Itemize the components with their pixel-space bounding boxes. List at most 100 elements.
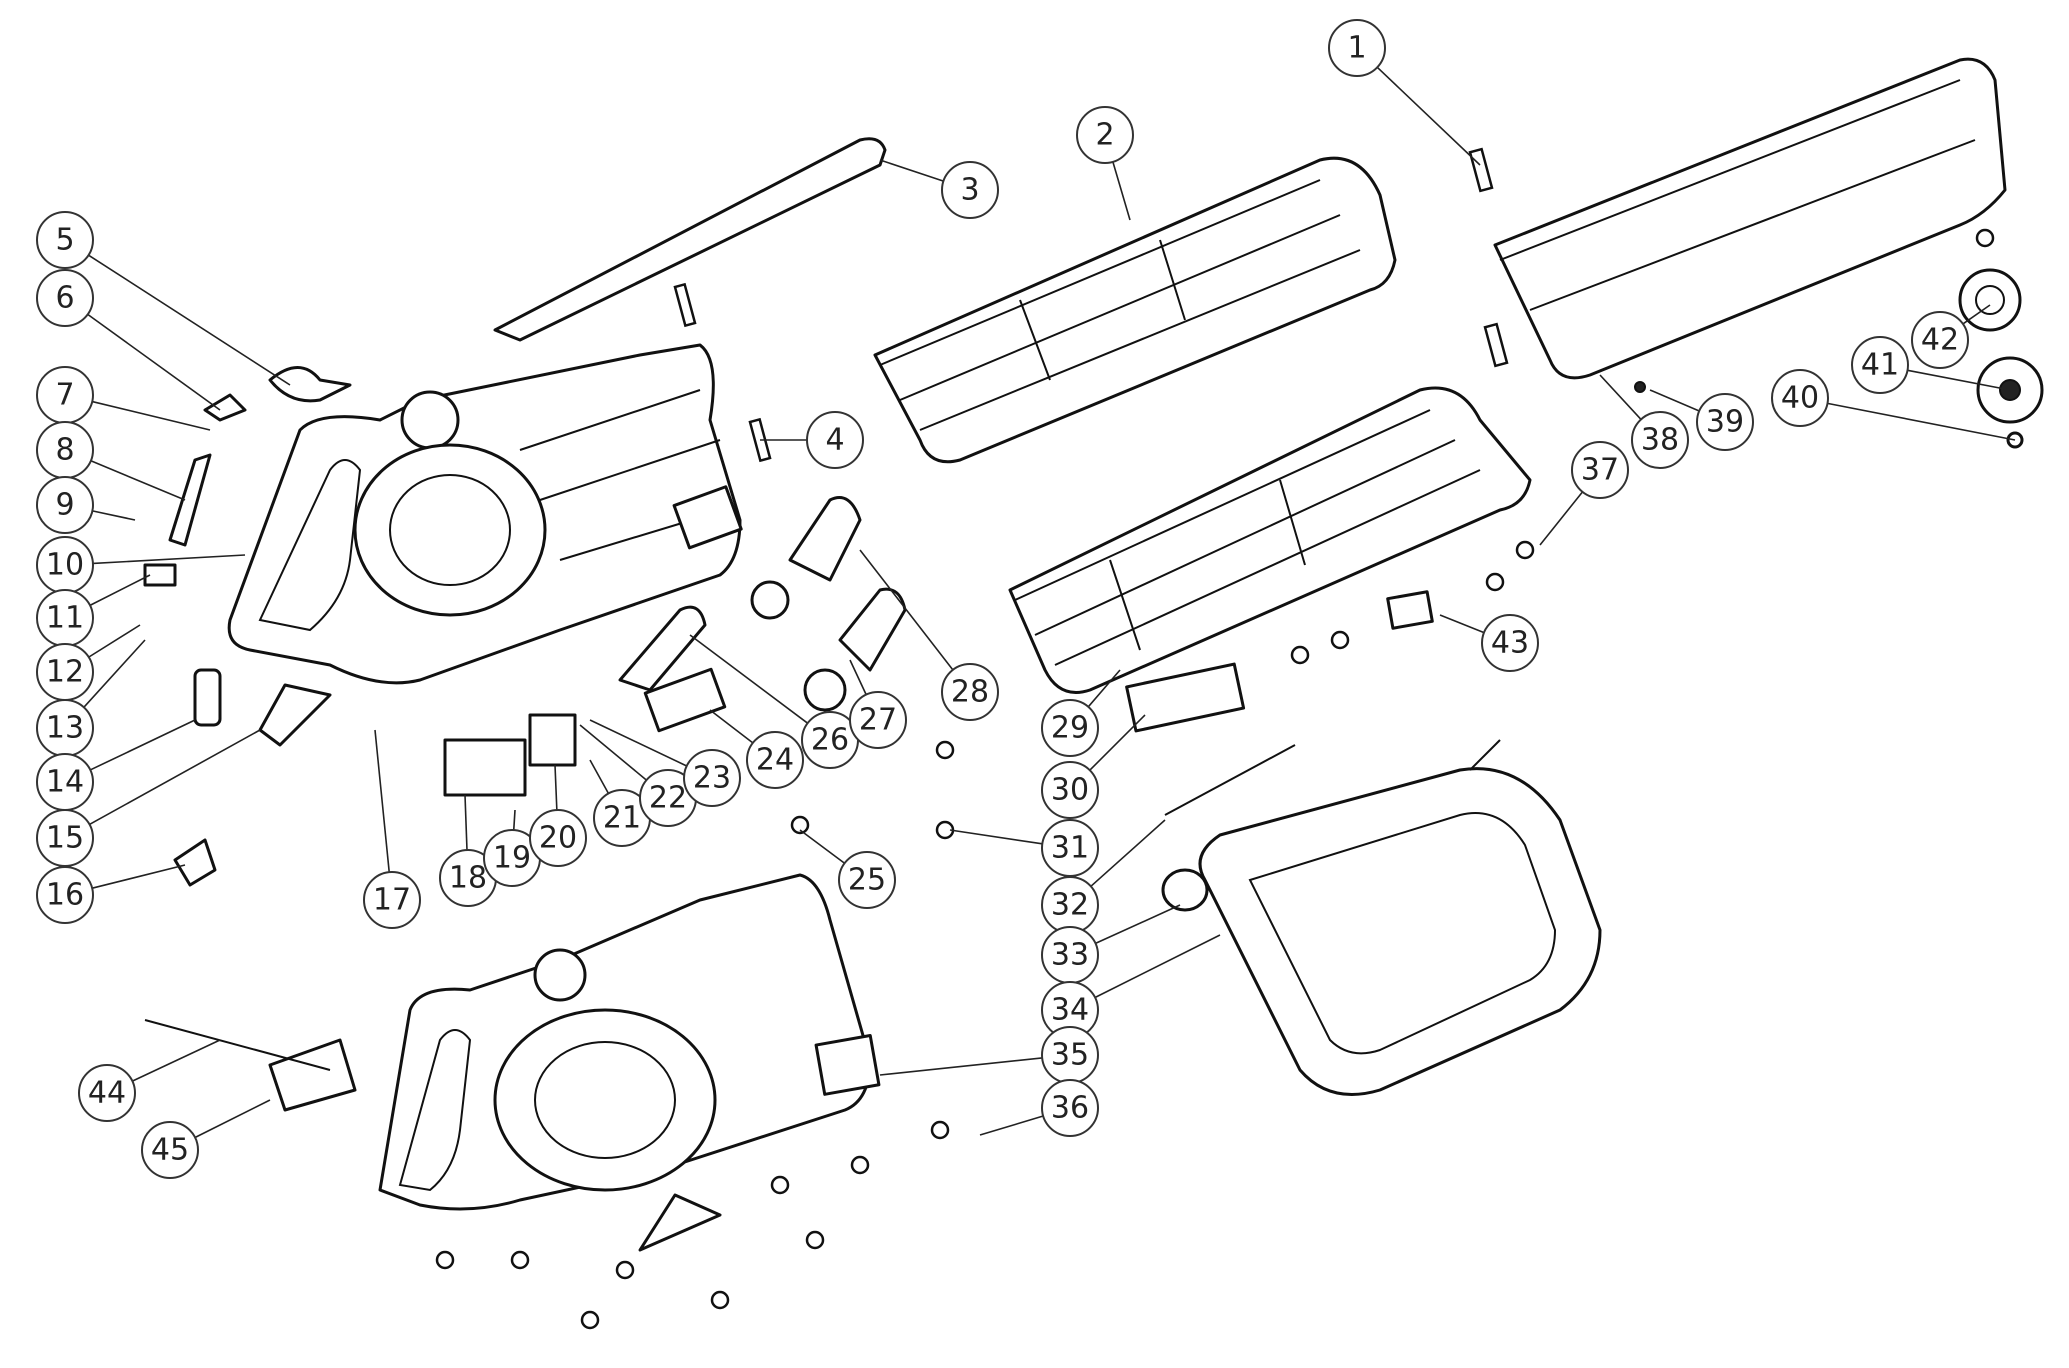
callout-2: 2 <box>1076 106 1134 164</box>
callout-circle <box>1041 699 1099 757</box>
leader-line-6 <box>87 313 221 411</box>
callout-1: 1 <box>1328 19 1386 77</box>
callout-number: 25 <box>848 863 886 898</box>
callout-number: 2 <box>1095 118 1114 153</box>
leader-line-37 <box>1539 491 1584 546</box>
leader-line-32 <box>1090 819 1166 887</box>
callout-number: 14 <box>46 765 84 800</box>
part-10-left-housing <box>227 343 743 685</box>
leader-line-10 <box>92 554 246 565</box>
callout-11: 11 <box>36 589 94 647</box>
callout-number: 39 <box>1706 405 1744 440</box>
callout-circle <box>1696 393 1754 451</box>
callout-8: 8 <box>36 421 94 479</box>
callout-number: 10 <box>46 548 84 583</box>
leader-line-9 <box>92 510 136 521</box>
part-16-plug <box>173 838 217 887</box>
callout-22: 22 <box>639 769 697 827</box>
callout-33: 33 <box>1041 926 1099 984</box>
callout-circle <box>529 809 587 867</box>
part-2-upper-tube <box>873 156 1397 464</box>
callout-circle <box>36 269 94 327</box>
callout-circle <box>838 851 896 909</box>
leader-line-15 <box>89 729 261 826</box>
callout-circle <box>78 1064 136 1122</box>
callout-circle <box>1041 761 1099 819</box>
leader-line-16 <box>91 864 186 889</box>
leader-line-36 <box>979 1115 1044 1136</box>
callout-30: 30 <box>1041 761 1099 819</box>
callout-number: 19 <box>493 841 531 876</box>
callout-number: 6 <box>55 281 74 316</box>
leader-line-12 <box>88 624 141 658</box>
part-35-right-housing <box>378 873 881 1211</box>
callout-number: 43 <box>1491 626 1529 661</box>
callout-circle <box>1631 411 1689 469</box>
leader-line-8 <box>90 460 186 501</box>
leader-line-18 <box>464 794 468 851</box>
part-5-knob <box>268 366 352 403</box>
part-36-cover <box>638 1193 722 1252</box>
part-8-lever <box>168 453 212 547</box>
callout-14: 14 <box>36 753 94 811</box>
leader-line-24 <box>709 709 754 744</box>
callout-number: 35 <box>1051 1038 1089 1073</box>
callout-number: 1 <box>1347 31 1366 66</box>
callout-number: 31 <box>1051 831 1089 866</box>
callout-37: 37 <box>1571 441 1629 499</box>
callout-number: 40 <box>1781 381 1819 416</box>
leader-line-1 <box>1376 66 1481 166</box>
callout-39: 39 <box>1696 393 1754 451</box>
leader-line-13 <box>83 639 146 708</box>
callout-25: 25 <box>838 851 896 909</box>
callout-circle <box>1851 336 1909 394</box>
part-45-brush-unit <box>268 1038 357 1112</box>
callout-circle <box>36 866 94 924</box>
callout-circle <box>849 691 907 749</box>
leader-line-17 <box>374 729 391 873</box>
part-28-handle-piece <box>750 496 862 620</box>
callout-42: 42 <box>1911 311 1969 369</box>
callout-number: 23 <box>693 761 731 796</box>
leader-line-2 <box>1112 161 1131 221</box>
leader-line-30 <box>1089 714 1146 771</box>
callout-circle <box>941 663 999 721</box>
callout-29: 29 <box>1041 699 1099 757</box>
leader-line-38 <box>1599 374 1642 420</box>
callout-number: 4 <box>825 423 844 458</box>
callout-number: 28 <box>951 675 989 710</box>
part-38-nozzle-tube <box>1493 57 2007 380</box>
part-18-switch <box>443 738 527 797</box>
callout-number: 16 <box>46 878 84 913</box>
callout-40: 40 <box>1771 369 1829 427</box>
callout-circle <box>1911 311 1969 369</box>
callout-number: 11 <box>46 601 84 636</box>
callout-31: 31 <box>1041 819 1099 877</box>
callout-circle <box>36 476 94 534</box>
callout-45: 45 <box>141 1121 199 1179</box>
callout-21: 21 <box>593 789 651 847</box>
callout-17: 17 <box>363 871 421 929</box>
callout-number: 13 <box>46 711 84 746</box>
leader-line-19 <box>512 809 516 831</box>
callout-number: 42 <box>1921 323 1959 358</box>
callout-number: 9 <box>55 488 74 523</box>
callout-36: 36 <box>1041 1079 1099 1137</box>
callout-16: 16 <box>36 866 94 924</box>
leader-line-7 <box>92 400 211 431</box>
leader-line-35 <box>879 1057 1043 1076</box>
callout-26: 26 <box>801 711 859 769</box>
part-15-cover <box>258 683 332 747</box>
callout-20: 20 <box>529 809 587 867</box>
callout-34: 34 <box>1041 981 1099 1039</box>
part-20-switch-part <box>528 713 577 767</box>
callout-number: 36 <box>1051 1091 1089 1126</box>
callout-number: 26 <box>811 723 849 758</box>
leader-line-41 <box>1907 369 2011 391</box>
leader-line-33 <box>1095 904 1181 945</box>
part-6-clip <box>203 393 247 422</box>
callout-circle <box>1328 19 1386 77</box>
leader-line-45 <box>194 1099 271 1139</box>
callout-circle <box>1041 1079 1099 1137</box>
